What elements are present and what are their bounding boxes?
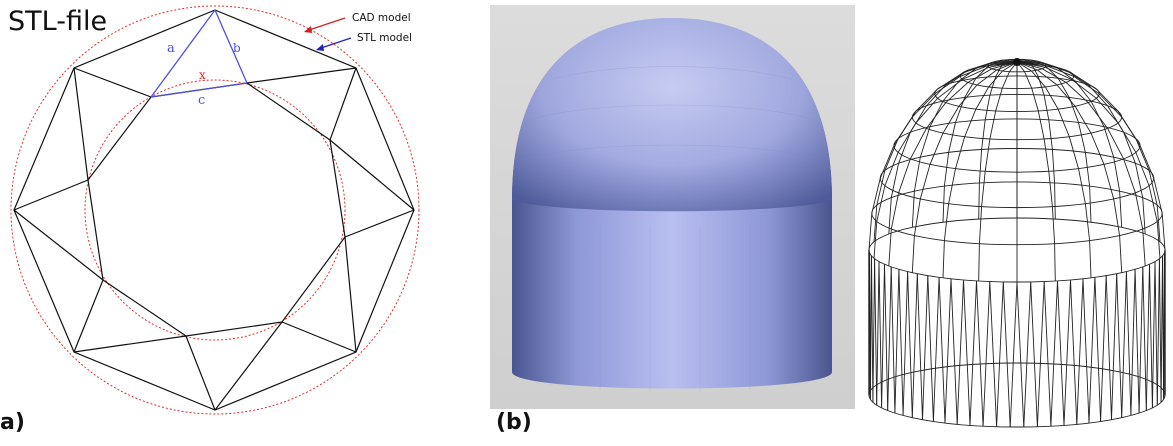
stl-inner-polygon — [88, 83, 345, 336]
edge-label-b: b — [233, 41, 241, 55]
stl-model-label: STL model — [357, 32, 412, 44]
panel-b-label: (b) — [496, 410, 532, 435]
edge-label-a: a — [167, 41, 175, 56]
stl-file-title: STL-file — [8, 6, 107, 37]
wireframe-apex — [1013, 58, 1021, 66]
stl-arrowhead — [316, 44, 324, 51]
shaded-dome-render — [490, 0, 855, 442]
stl-diagram-panel: a b c x CAD model STL model STL-file — [0, 0, 430, 442]
cad-arrowhead — [304, 26, 312, 33]
cad-arrow — [306, 18, 345, 31]
wireframe-mesh — [869, 59, 1165, 427]
stl-triangles — [14, 68, 414, 410]
cad-inner-circle — [85, 80, 345, 340]
cad-model-label: CAD model — [352, 12, 411, 24]
stl-diagram: a b c x CAD model STL model — [0, 0, 430, 442]
panel-a-label: a) — [0, 410, 25, 435]
shaded-dome-panel — [490, 0, 855, 442]
cad-outer-circle — [11, 6, 419, 414]
x-marker: x — [199, 68, 206, 82]
wireframe-dome — [860, 0, 1173, 442]
edge-label-c: c — [198, 93, 205, 108]
wireframe-dome-panel — [860, 0, 1173, 442]
